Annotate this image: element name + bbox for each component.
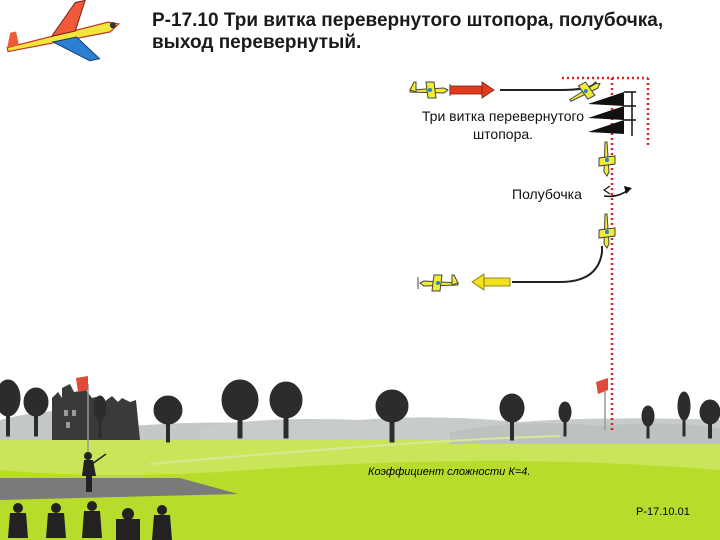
entry-plane-icon xyxy=(409,81,451,99)
spin-entry-plane-icon xyxy=(569,81,601,102)
tree xyxy=(699,399,720,439)
runway xyxy=(0,478,238,500)
exit-arrow xyxy=(471,273,511,291)
tree xyxy=(269,381,303,439)
castle-window xyxy=(72,410,76,416)
half-roll-label: Полубочка xyxy=(512,186,582,202)
entry-arrow xyxy=(449,81,495,99)
spectator xyxy=(116,508,140,540)
figure-code: Р-17.10.01 xyxy=(636,506,690,518)
hills-far xyxy=(450,423,720,444)
tree-group xyxy=(0,379,720,443)
tree xyxy=(93,395,107,439)
tree xyxy=(153,395,183,443)
tree xyxy=(221,379,259,439)
title-line-2: выход перевернутый. xyxy=(152,32,362,53)
tree xyxy=(375,389,409,443)
vertical-plane-icon xyxy=(598,141,616,177)
tree xyxy=(23,387,49,437)
tree xyxy=(0,379,21,437)
half-roll-arrow-icon xyxy=(602,185,632,198)
difficulty-coefficient: Коэффициент сложности К=4. xyxy=(368,466,531,478)
spin-label-line-1: Три витка перевернутого xyxy=(421,108,585,124)
spin-turn-arrows-icon xyxy=(588,91,636,136)
spin-label: Три витка перевернутого штопора. xyxy=(378,107,628,143)
spectator xyxy=(8,503,28,538)
title-line-1: Р-17.10 Три витка перевернутого штопора,… xyxy=(152,10,664,31)
page-title: Р-17.10 Три витка перевернутого штопора,… xyxy=(152,10,712,54)
vertical-plane-icon xyxy=(598,213,616,249)
spectator xyxy=(152,505,172,540)
spectators xyxy=(8,501,172,540)
exit-plane-icon xyxy=(417,274,459,292)
castle-window xyxy=(64,410,68,416)
aerobatic-plane-icon xyxy=(6,0,121,62)
spectator xyxy=(46,503,66,538)
tree xyxy=(641,405,655,439)
pilot-silhouette xyxy=(82,452,107,492)
flag-icon xyxy=(596,378,608,430)
tree xyxy=(499,393,525,441)
tree xyxy=(677,391,691,437)
field-path xyxy=(149,435,561,465)
spectator xyxy=(82,501,102,538)
flight-path-exit xyxy=(512,246,603,283)
tree xyxy=(558,401,572,437)
castle-window xyxy=(66,422,70,428)
spin-label-line-2: штопора. xyxy=(472,126,534,142)
